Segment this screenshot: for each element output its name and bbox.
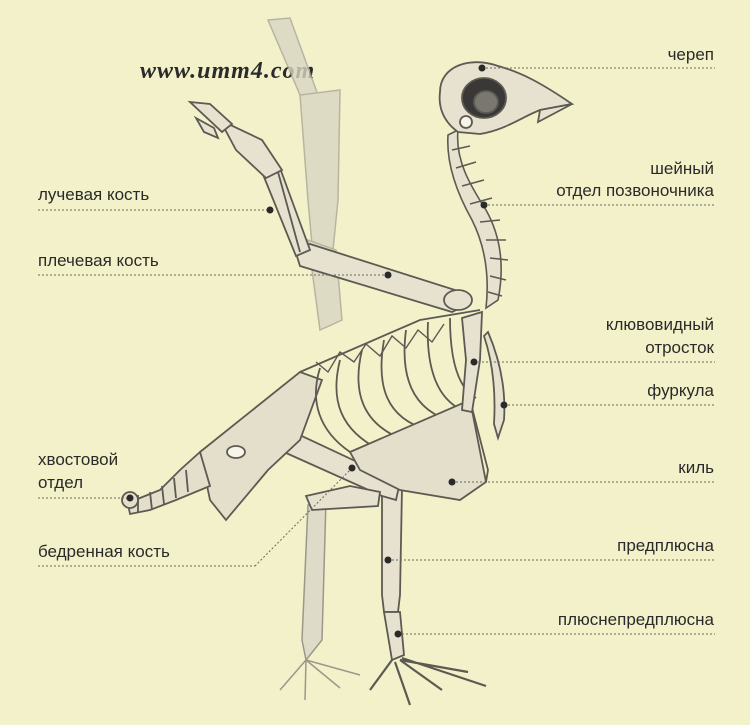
pelvis-tail xyxy=(121,370,324,522)
dot-tarsometatarsus xyxy=(394,630,402,638)
label-tarsus: предплюсна xyxy=(617,536,714,555)
label-tarsometatarsus: плюснепредплюсна xyxy=(557,610,714,629)
dot-coracoid xyxy=(470,358,478,366)
back-leg xyxy=(279,499,361,701)
label-radius: лучевая кость xyxy=(38,185,150,204)
label-cervical-line2: отдел позвоночника xyxy=(556,181,714,200)
label-tail-line1: хвостовой xyxy=(38,450,119,469)
label-tail-line2: отдел xyxy=(38,473,84,492)
dot-tarsus xyxy=(384,556,392,564)
watermark: www.umm4.com xyxy=(140,58,316,84)
label-furcula: фуркула xyxy=(647,381,714,400)
label-coracoid-line1: клювовидный xyxy=(605,315,714,334)
label-humerus: плечевая кость xyxy=(38,251,159,270)
label-skull: череп xyxy=(667,45,714,64)
label-coracoid-line2: отросток xyxy=(645,338,714,357)
label-keel: киль xyxy=(678,458,714,477)
dot-radius xyxy=(266,206,274,214)
dot-keel xyxy=(448,478,456,486)
leader-lines xyxy=(38,67,715,635)
skull xyxy=(438,61,575,135)
front-leg xyxy=(369,487,487,706)
dot-femur xyxy=(348,464,356,472)
marker-dots xyxy=(126,64,508,638)
neck-vertebrae xyxy=(447,128,509,310)
dot-skull xyxy=(478,64,486,72)
dot-furcula xyxy=(500,401,508,409)
label-cervical-line1: шейный xyxy=(650,159,714,178)
dot-tail xyxy=(126,494,134,502)
keel-sternum xyxy=(348,398,489,501)
front-wing xyxy=(187,100,473,313)
dot-humerus xyxy=(384,271,392,279)
label-femur: бедренная кость xyxy=(38,542,170,561)
dot-cervical xyxy=(480,201,488,209)
